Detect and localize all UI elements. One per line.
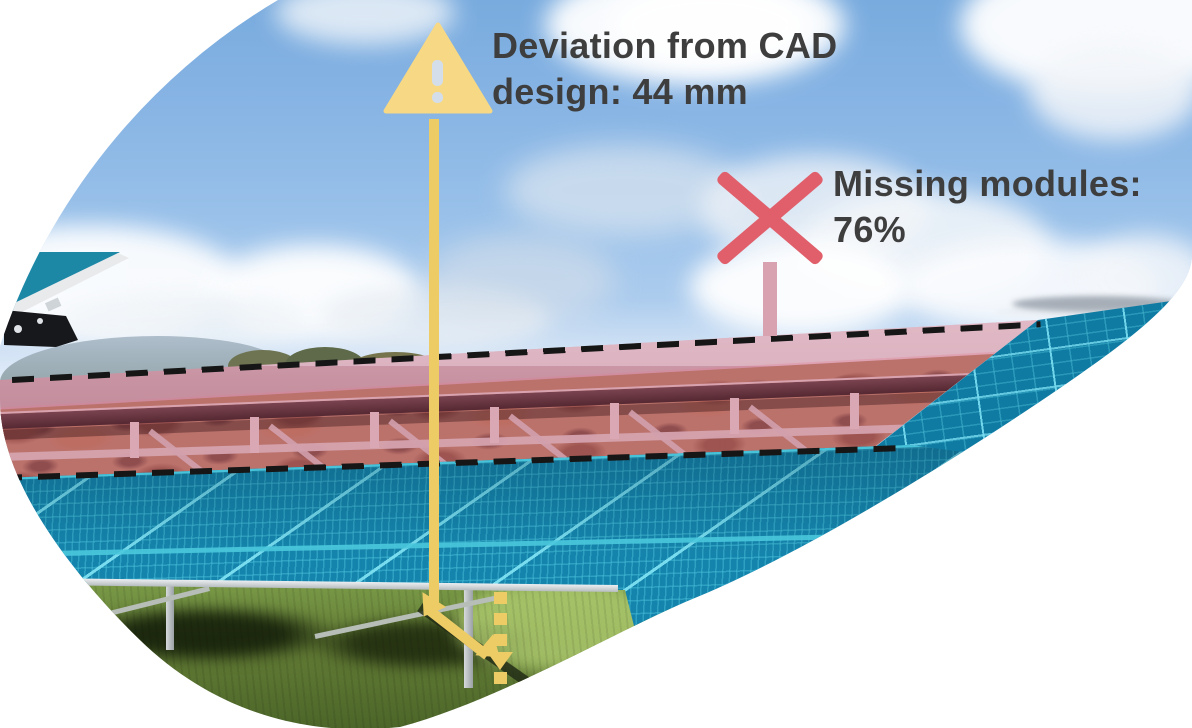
grass-strip: [25, 572, 670, 728]
arrowhead-icon: [487, 652, 513, 670]
warning-triangle-icon: [383, 22, 493, 114]
rack-post: [850, 393, 859, 429]
support-post: [166, 582, 174, 650]
rack-post: [610, 403, 619, 439]
exclamation-bar: [432, 60, 443, 86]
exclamation-dot: [432, 92, 443, 103]
array-row-divider: [0, 529, 1100, 557]
deviation-pointer-line: [429, 119, 439, 603]
cad-marker-tail: [494, 672, 507, 684]
grass-texture: [25, 572, 670, 728]
rack-post: [370, 412, 379, 448]
missing-modules-label: Missing modules: 76%: [833, 163, 1142, 250]
bolt-hole: [37, 318, 43, 324]
clamp: [45, 297, 61, 311]
x-mark-connector-line: [763, 262, 777, 336]
mount-bracket: [4, 310, 78, 347]
rack-post: [490, 407, 499, 443]
rack-post: [130, 422, 139, 458]
rack-post: [730, 398, 739, 434]
deviation-label: Deviation from CAD design: 44 mm: [492, 25, 838, 112]
panel-frame-edge: [2, 253, 129, 318]
bolt-hole: [14, 325, 22, 333]
cloud-shape: [1030, 45, 1192, 140]
rack-post: [250, 417, 259, 453]
cloud-shape: [610, 0, 810, 65]
left-edge-panel: [0, 240, 170, 370]
cad-position-marker: [494, 592, 507, 654]
